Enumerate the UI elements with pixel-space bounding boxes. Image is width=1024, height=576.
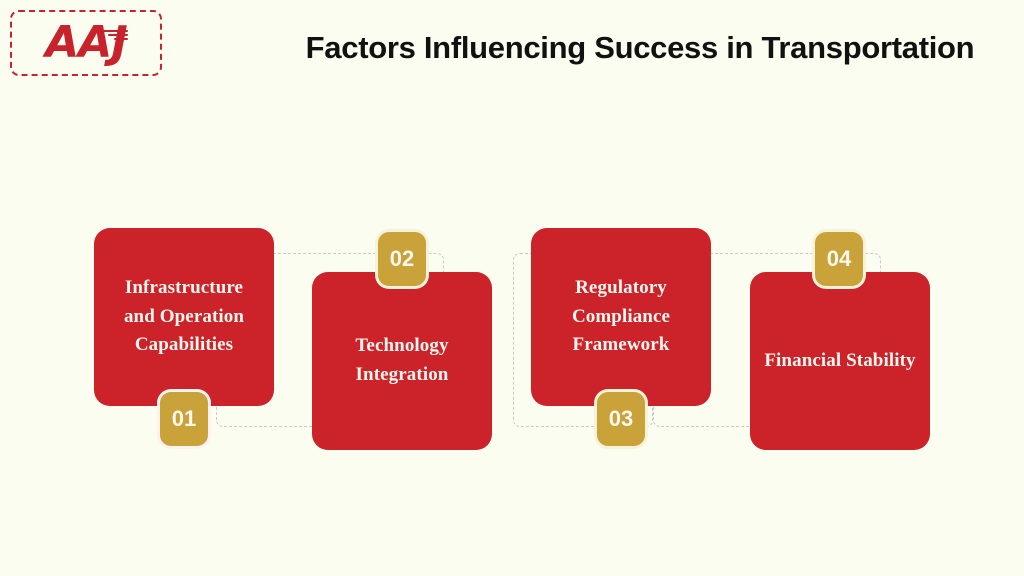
factor-card-4-label: Financial Stability [764,349,916,371]
factor-card-2-label: Technology Integration [355,335,449,385]
factor-card-3[interactable]: Regulatory Compliance Framework [531,228,711,406]
page-title: Factors Influencing Success in Transport… [305,30,975,65]
logo-speed-lines-icon [102,30,128,42]
step-badge-4: 04 [815,232,863,286]
step-badge-1: 01 [160,392,208,446]
factor-card-1-label: Infrastructure and Operation Capabilitie… [123,276,245,356]
aaj-logo: AAJ [10,10,162,76]
factor-card-2[interactable]: Technology Integration [312,272,492,450]
factor-card-3-label: Regulatory Compliance Framework [571,276,671,356]
factor-card-1[interactable]: Infrastructure and Operation Capabilitie… [94,228,274,406]
logo-wordmark: AAJ [45,17,127,68]
factor-card-4[interactable]: Financial Stability [750,272,930,450]
step-badge-2: 02 [378,232,426,286]
logo-dashed-frame [10,10,162,76]
step-badge-3: 03 [597,392,645,446]
